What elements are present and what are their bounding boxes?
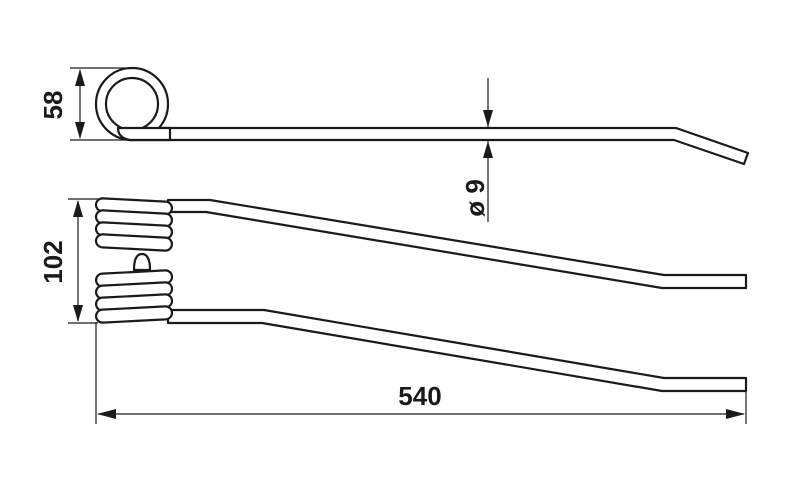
- wire-diameter-dimension: ø 9: [460, 78, 493, 222]
- coil-height-dimension: 58: [38, 67, 132, 141]
- top-view-lower-tine: [166, 308, 748, 393]
- top-view-upper-tine: [166, 198, 748, 290]
- coil-height-label: 58: [38, 91, 68, 120]
- overall-length-dimension: 540: [95, 322, 747, 424]
- side-view: [94, 66, 750, 166]
- coil-winding: [94, 233, 174, 252]
- tine-spread-dimension: 102: [38, 198, 98, 324]
- overall-length-label: 540: [398, 381, 441, 411]
- coil-height-arrow-bottom: [75, 122, 85, 139]
- side-view-tine-leg: [128, 126, 750, 166]
- tine-spread-arrow-top: [73, 200, 83, 217]
- overall-length-arrow-right: [726, 409, 745, 419]
- tine-spread-label: 102: [38, 240, 68, 283]
- wire-diameter-arrow-bottom: [483, 141, 493, 158]
- side-view-coil-inner: [104, 76, 160, 132]
- coil-winding: [94, 305, 174, 324]
- top-view: [94, 197, 748, 393]
- top-view-connecting-loop: [132, 252, 152, 272]
- wire-diameter-label: ø 9: [460, 179, 490, 217]
- overall-length-arrow-left: [97, 409, 116, 419]
- wire-diameter-arrow-top: [483, 110, 493, 127]
- tine-spread-arrow-bottom: [73, 305, 83, 322]
- side-view-coil-exit: [116, 126, 172, 142]
- coil-height-arrow-top: [75, 69, 85, 86]
- top-view-lower-coil: [94, 269, 174, 324]
- top-view-upper-coil: [94, 197, 174, 252]
